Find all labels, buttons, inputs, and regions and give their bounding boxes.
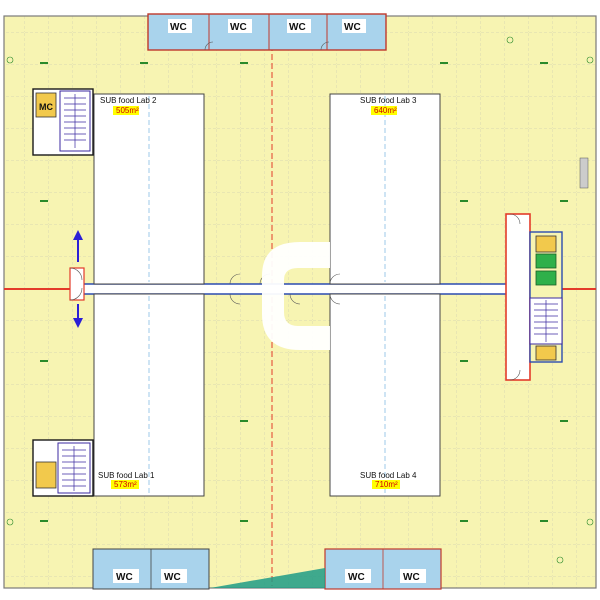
arrow-down-icon <box>73 304 83 328</box>
shaft-icon <box>535 270 557 286</box>
lab-4-label: SUB food Lab 4 710m² <box>360 471 417 489</box>
lab-3-area: 640m² <box>374 106 397 115</box>
elevator-icon <box>535 235 557 253</box>
column-markers <box>6 36 594 564</box>
wc-bottom-2-label: WC <box>164 572 181 583</box>
stair-core-top-left: MC <box>32 88 94 156</box>
wc-top-row: WC WC WC WC <box>147 13 387 51</box>
wc-top-3-label: WC <box>289 22 306 33</box>
lab-1-block <box>93 293 205 497</box>
lab-1-area: 573m² <box>114 480 137 489</box>
mc-top-label: MC <box>39 102 53 112</box>
elevator-icon <box>35 92 57 118</box>
elevator-icon <box>535 345 557 361</box>
lab-2-area: 505m² <box>116 106 139 115</box>
wc-top-4-label: WC <box>344 22 361 33</box>
fixture-marks <box>40 62 568 522</box>
stairs-icon <box>64 94 86 148</box>
lab-3-name: SUB food Lab 3 <box>360 96 417 105</box>
lab-4-area: 710m² <box>375 480 398 489</box>
wc-top-2-label: WC <box>230 22 247 33</box>
corridor-floor <box>80 284 530 294</box>
wc-bottom-4-label: WC <box>403 572 420 583</box>
arrow-up-icon <box>73 230 83 262</box>
loading-ramp <box>210 568 325 588</box>
logo-mark-icon <box>262 242 330 350</box>
lab-2-name: SUB food Lab 2 <box>100 96 157 105</box>
service-core-right <box>505 213 563 381</box>
wc-top-1-label: WC <box>170 22 187 33</box>
wc-bottom-left: WC WC <box>92 548 210 590</box>
lab-1-label: SUB food Lab 1 573m² <box>98 471 155 489</box>
lab-3-block <box>329 93 441 285</box>
lab-2-label: SUB food Lab 2 505m² <box>100 96 157 115</box>
stair-core-bottom-left <box>32 439 94 497</box>
stairs-icon <box>534 300 558 342</box>
wc-bottom-right: WC WC <box>324 548 442 590</box>
lab-3-label: SUB food Lab 3 640m² <box>360 96 417 115</box>
lab-2-block <box>93 93 205 285</box>
west-entry <box>69 267 85 301</box>
wc-bottom-3-label: WC <box>348 572 365 583</box>
shaft-icon <box>535 253 557 269</box>
stairs-icon <box>62 446 86 491</box>
lab-1-name: SUB food Lab 1 <box>98 471 155 480</box>
lab-4-name: SUB food Lab 4 <box>360 471 417 480</box>
equipment-icon <box>579 157 589 189</box>
lab-4-block <box>329 293 441 497</box>
elevator-icon <box>35 461 57 489</box>
wc-bottom-1-label: WC <box>116 572 133 583</box>
